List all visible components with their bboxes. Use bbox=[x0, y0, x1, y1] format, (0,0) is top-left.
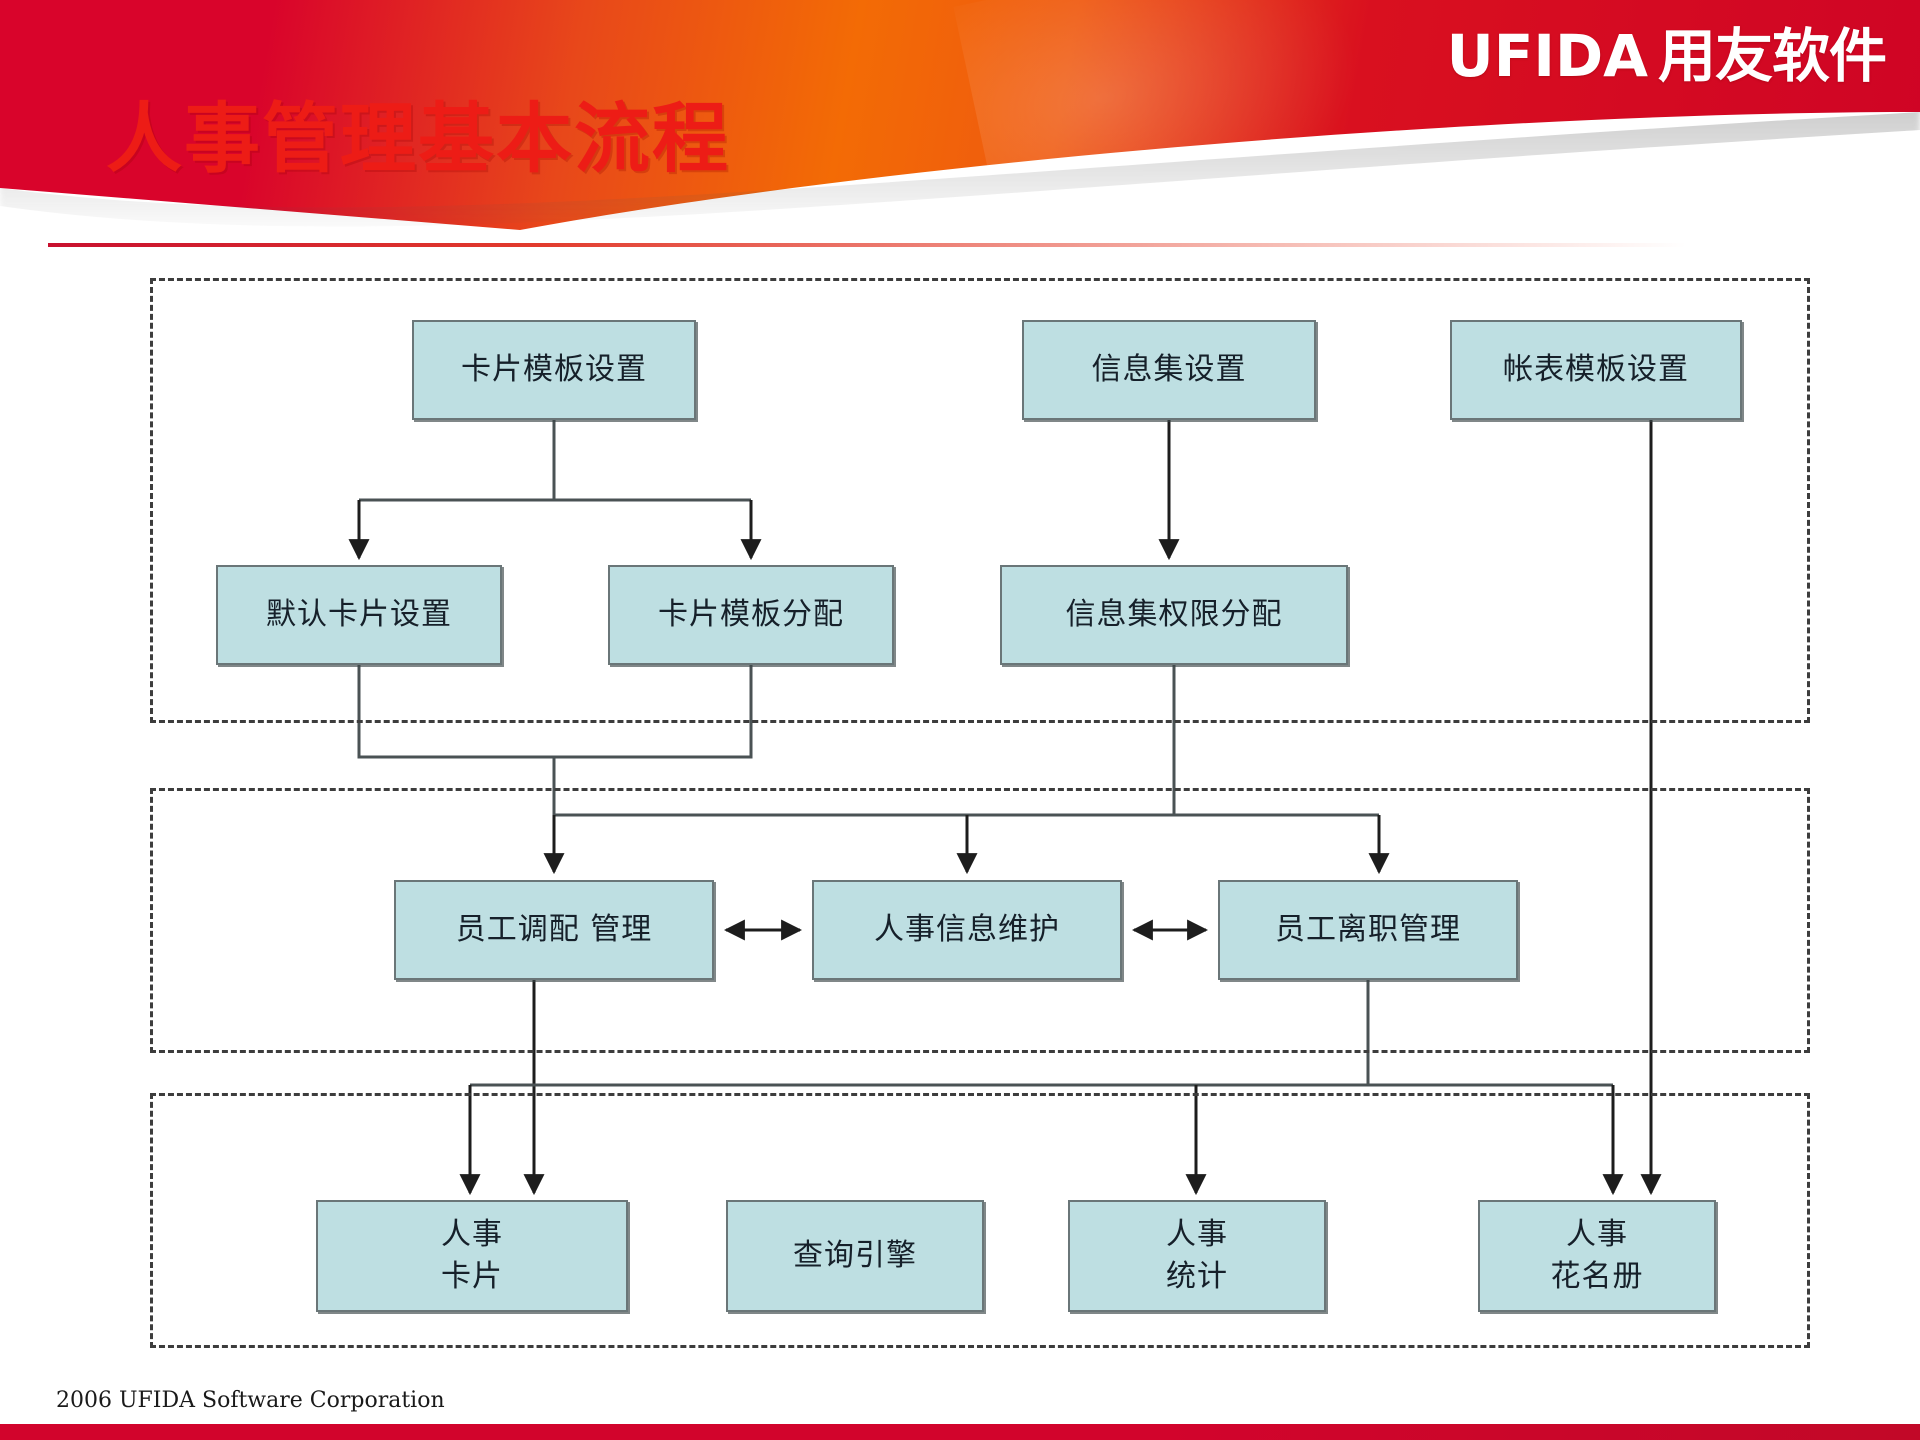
footer-copyright: 2006 UFIDA Software Corporation bbox=[56, 1388, 445, 1413]
node-query-engine[interactable]: 查询引擎 bbox=[726, 1200, 984, 1312]
node-hr-info-maintenance[interactable]: 人事信息维护 bbox=[812, 880, 1122, 980]
group-operations bbox=[150, 788, 1810, 1053]
node-hr-statistics[interactable]: 人事 统计 bbox=[1068, 1200, 1326, 1312]
node-staff-transfer-management[interactable]: 员工调配 管理 bbox=[394, 880, 714, 980]
group-outputs bbox=[150, 1093, 1810, 1348]
logo-cjk-text: 用友软件 bbox=[1657, 22, 1887, 90]
footer-red-bar bbox=[0, 1424, 1920, 1440]
node-default-card-setting[interactable]: 默认卡片设置 bbox=[216, 565, 502, 665]
node-staff-resignation-management[interactable]: 员工离职管理 bbox=[1218, 880, 1518, 980]
page-title: 人事管理基本流程 bbox=[106, 94, 730, 183]
node-card-template-setting[interactable]: 卡片模板设置 bbox=[412, 320, 696, 420]
title-underline-rule bbox=[48, 243, 1686, 247]
node-hr-roster[interactable]: 人事 花名册 bbox=[1478, 1200, 1716, 1312]
logo-latin-text: UFIDA bbox=[1446, 22, 1648, 90]
node-card-template-assign[interactable]: 卡片模板分配 bbox=[608, 565, 894, 665]
node-report-template-setting[interactable]: 帐表模板设置 bbox=[1450, 320, 1742, 420]
group-setup bbox=[150, 278, 1810, 723]
node-hr-card[interactable]: 人事 卡片 bbox=[316, 1200, 628, 1312]
node-infoset-permission-assign[interactable]: 信息集权限分配 bbox=[1000, 565, 1348, 665]
node-infoset-setting[interactable]: 信息集设置 bbox=[1022, 320, 1316, 420]
